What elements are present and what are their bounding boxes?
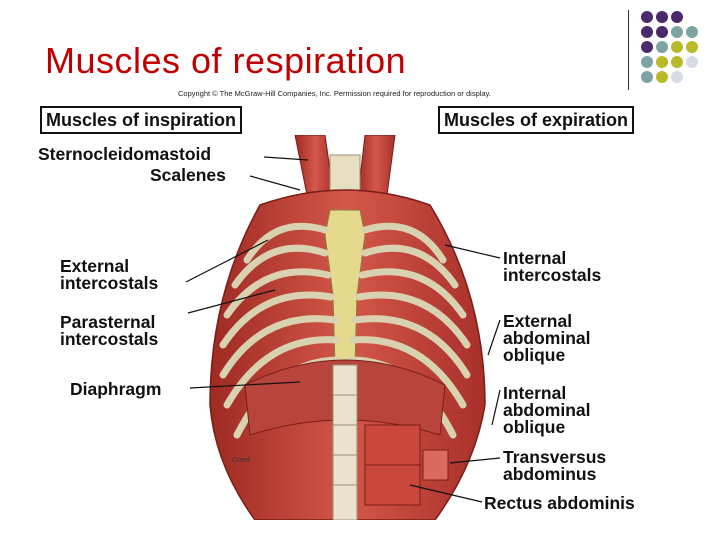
label-transversus-abdominus: Transversus abdominus [503, 447, 607, 484]
decorative-dot [671, 56, 683, 68]
decorative-dot [671, 26, 683, 38]
decorative-dot [671, 71, 683, 83]
decorative-dot [686, 41, 698, 53]
header-muscles-of-expiration: Muscles of expiration [438, 106, 635, 134]
label-internal-abdominal-oblique: Internal abdominal oblique [503, 383, 591, 437]
label-diaphragm: Diaphragm [70, 379, 162, 399]
label-parasternal-intercostals: Parasternal intercostals [60, 312, 159, 349]
label-external-abdominal-oblique: External abdominal oblique [503, 311, 591, 365]
decorative-dot [641, 56, 653, 68]
decorative-dot [656, 26, 668, 38]
label-external-intercostals: External intercostals [60, 256, 159, 293]
decorative-dot [641, 41, 653, 53]
decorative-dot [656, 71, 668, 83]
decorative-dot [686, 56, 698, 68]
copyright-notice: Copyright © The McGraw-Hill Companies, I… [178, 89, 491, 98]
header-muscles-of-inspiration: Muscles of inspiration [40, 106, 243, 134]
decorative-dot [671, 41, 683, 53]
decorative-dot [656, 41, 668, 53]
decorative-dot [641, 26, 653, 38]
decorative-dot-grid [641, 11, 698, 83]
decorative-dot [641, 11, 653, 23]
decorative-dot [641, 71, 653, 83]
label-internal-intercostals: Internal intercostals [503, 248, 602, 285]
decorative-dot [671, 11, 683, 23]
label-rectus-abdominis: Rectus abdominis [484, 493, 635, 513]
decorative-dot [656, 11, 668, 23]
decorative-dot [656, 56, 668, 68]
decorative-dot [686, 26, 698, 38]
label-scalenes: Scalenes [150, 165, 226, 185]
title-divider [628, 10, 629, 90]
artist-signature: Creek [232, 457, 251, 464]
slide-title: Muscles of respiration [45, 40, 407, 81]
ribcage-muscle-illustration [209, 135, 486, 520]
label-sternocleidomastoid: Sternocleidomastoid [38, 144, 212, 164]
